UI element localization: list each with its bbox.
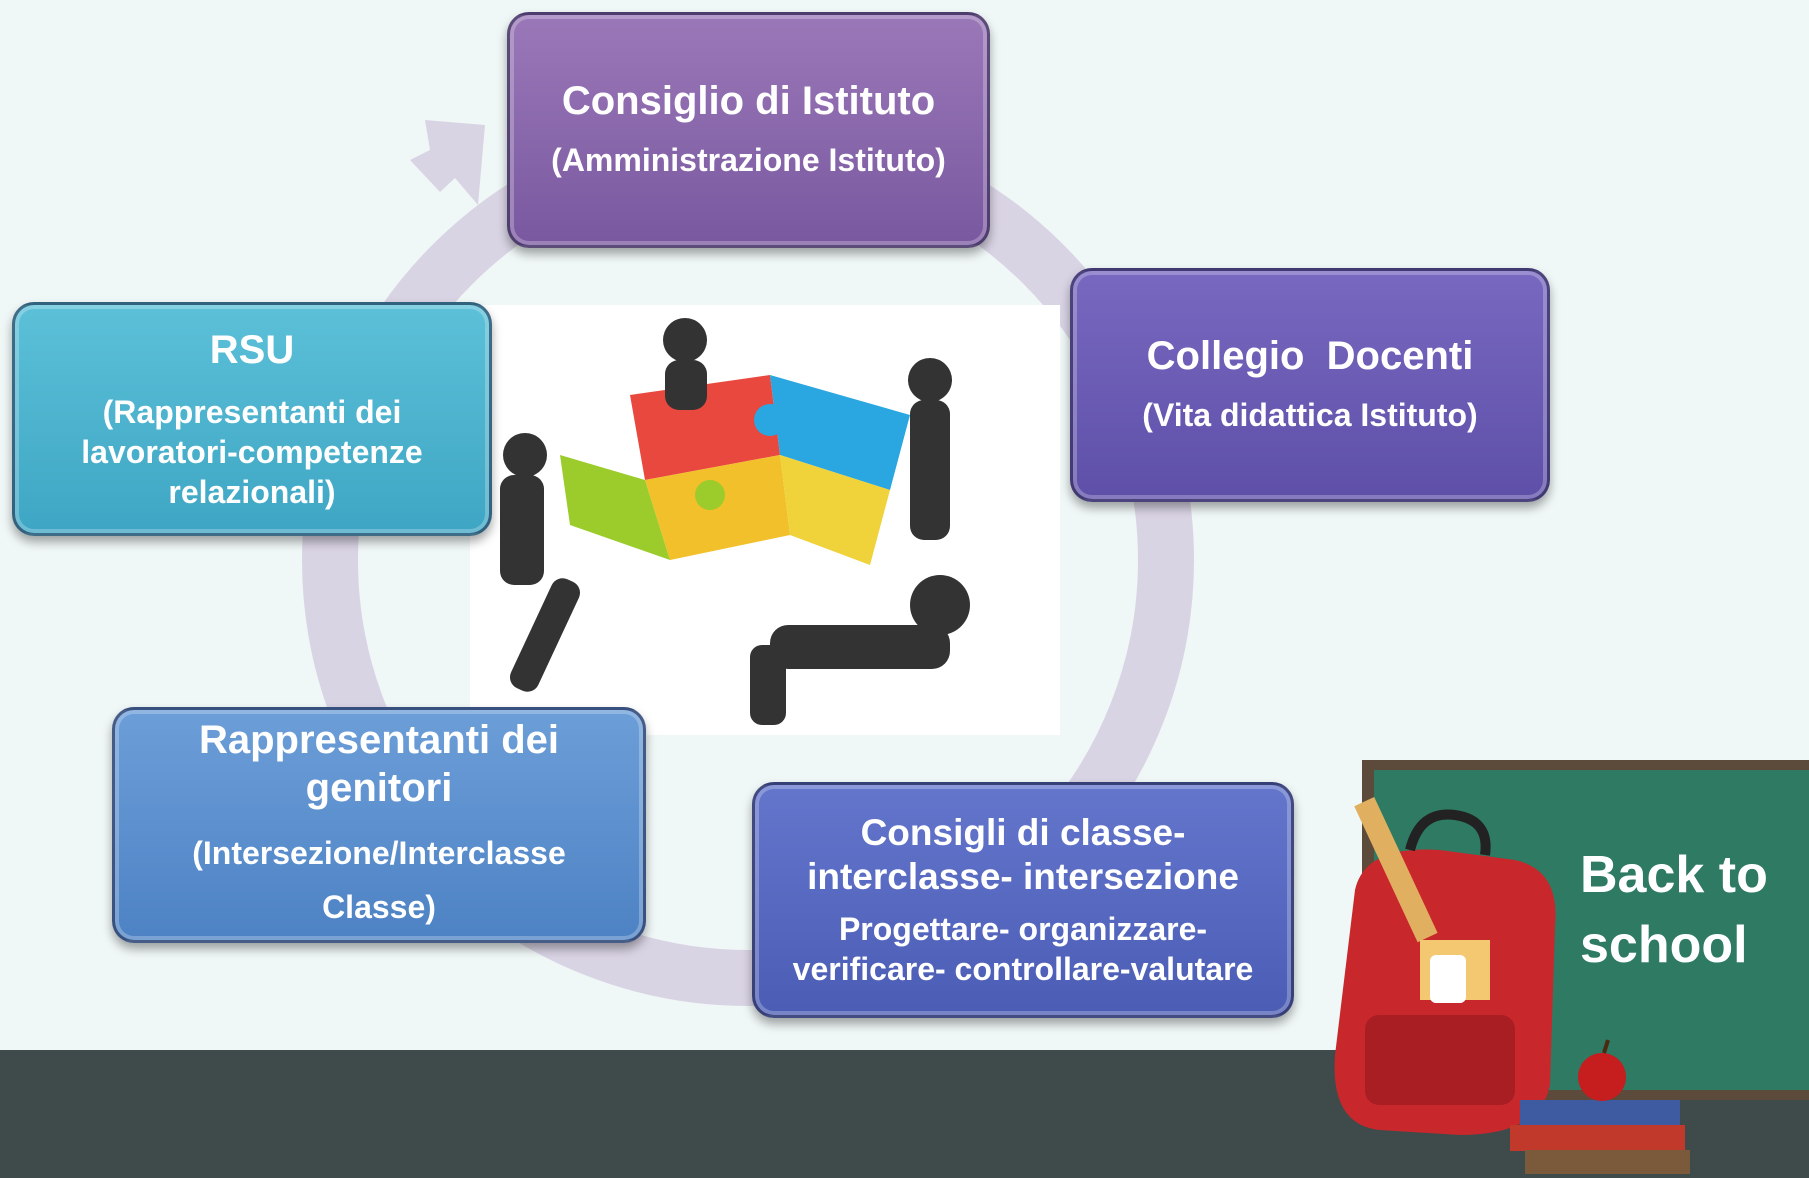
puzzle-piece-yellow-2	[780, 455, 890, 565]
chalkboard-text: Back to school	[1580, 840, 1800, 980]
node-subtitle-line: relazionali)	[168, 474, 336, 510]
node-subtitle: (Intersezione/Interclasse Classe)	[192, 826, 565, 935]
puzzle-knob-2	[695, 480, 725, 510]
node-rappresentanti-genitori: Rappresentanti dei genitori (Intersezion…	[112, 707, 646, 943]
back-to-school-illustration	[1334, 760, 1809, 1174]
node-subtitle-line: Progettare- organizzare-	[838, 911, 1208, 948]
node-subtitle-line: verificare- controllare-valutare	[792, 951, 1254, 988]
figure-head-2	[908, 358, 952, 402]
node-subtitle-line: (Intersezione/Interclasse	[192, 834, 566, 871]
node-subtitle-line: lavoratori-competenze	[81, 434, 423, 470]
node-collegio-docenti: Collegio Docenti (Vita didattica Istitut…	[1070, 268, 1550, 502]
node-rsu: RSU (Rappresentanti dei lavoratori-compe…	[12, 302, 492, 536]
node-title: RSU	[209, 328, 295, 372]
chalkboard-line: Back to	[1580, 846, 1768, 904]
figure-body-2	[910, 400, 950, 540]
node-consigli-classe: Consigli di classe- interclasse- interse…	[752, 782, 1294, 1018]
node-subtitle: (Amministrazione Istituto)	[551, 142, 946, 179]
figure-head-4	[910, 575, 970, 635]
cycle-arrowhead	[410, 120, 485, 205]
figure-body-3	[500, 475, 544, 585]
node-subtitle: (Vita didattica Istituto)	[1142, 397, 1478, 434]
node-title: Rappresentanti dei genitori	[198, 717, 560, 810]
node-title: Consigli di classe- interclasse- interse…	[807, 811, 1239, 900]
puzzle-team-illustration	[470, 305, 1060, 735]
figure-leg-3	[509, 578, 581, 692]
figure-body-1	[665, 360, 707, 410]
apple-icon	[1578, 1053, 1626, 1101]
node-subtitle: (Rappresentanti dei lavoratori-competenz…	[81, 392, 422, 512]
chalkboard-line: school	[1580, 916, 1748, 975]
node-title: Collegio Docenti	[1146, 334, 1474, 379]
backpack-icon	[1334, 796, 1556, 1135]
figure-leg-4	[750, 645, 786, 725]
figure-head-3	[503, 433, 547, 477]
puzzle-piece-blue	[770, 375, 910, 490]
puzzle-piece-green	[560, 455, 670, 560]
node-subtitle-line: Classe)	[322, 889, 436, 925]
puzzle-pieces	[560, 375, 910, 565]
node-subtitle: Progettare- organizzare- verificare- con…	[793, 909, 1254, 989]
node-title-line: interclasse- intersezione	[807, 856, 1239, 897]
figure-body-4	[770, 625, 950, 669]
node-title-line: Consigli di classe-	[860, 811, 1186, 853]
puzzle-knob	[754, 404, 786, 436]
figures	[500, 318, 970, 725]
apple-stem	[1602, 1039, 1610, 1054]
books-icon	[1510, 1100, 1690, 1174]
node-consiglio-istituto: Consiglio di Istituto (Amministrazione I…	[507, 12, 990, 248]
node-subtitle-line: (Rappresentanti dei	[102, 394, 402, 430]
node-title: Consiglio di Istituto	[561, 79, 936, 124]
figure-head-1	[663, 318, 707, 362]
